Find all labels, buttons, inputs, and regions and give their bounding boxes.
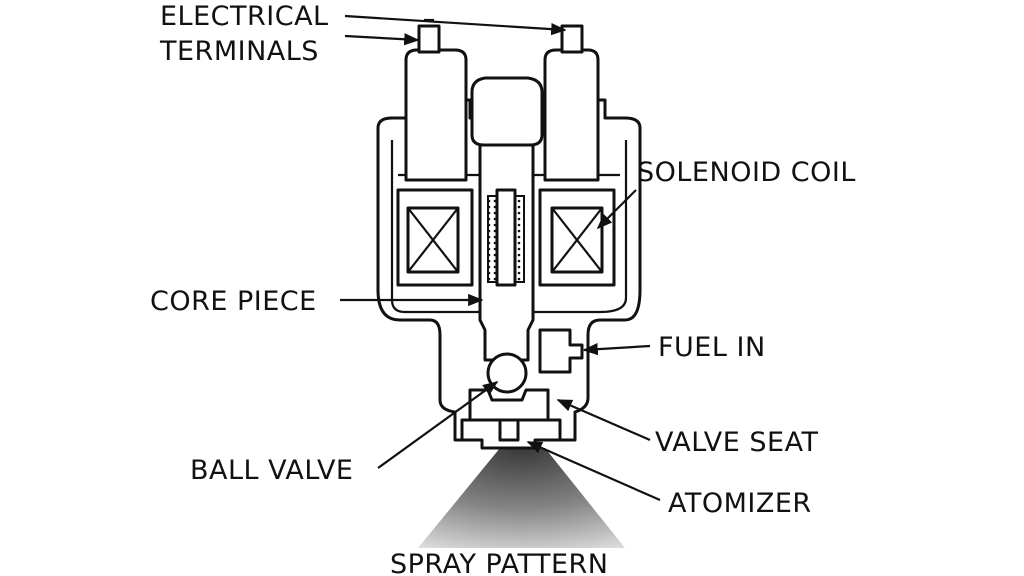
electrical-terminals-pointer-right [344,14,567,36]
solenoid-coil-pointer [596,189,637,230]
right-electrical-terminal [543,24,600,182]
ball-valve [486,352,528,394]
spray-pattern-cone [418,448,625,548]
left-electrical-terminal [404,18,468,182]
valve-seat-pointer [556,398,651,442]
label-core-piece: CORE PIECE [150,286,317,317]
label-electrical-terminals-line1: ELECTRICAL [160,1,329,32]
fuel-in-pointer [582,343,651,356]
label-atomizer: ATOMIZER [668,488,812,519]
ball-valve-pointer [377,381,499,469]
label-ball-valve: BALL VALVE [190,455,353,486]
label-valve-seat: VALVE SEAT [655,427,818,458]
label-solenoid-coil: SOLENOID COIL [637,157,856,188]
core-top-cap [470,76,544,147]
solenoid-coil-left [396,188,474,287]
electrical-terminals-pointer-left [344,33,420,46]
atomizer [460,418,562,450]
fuel-inlet-port [538,328,584,374]
label-fuel-in: FUEL IN [658,332,766,363]
label-electrical-terminals-line2: TERMINALS [159,36,319,67]
core-piece [478,143,535,362]
label-spray-pattern: SPRAY PATTERN [390,549,609,576]
solenoid-coil-right [538,188,616,287]
atomizer-pointer [526,440,661,502]
